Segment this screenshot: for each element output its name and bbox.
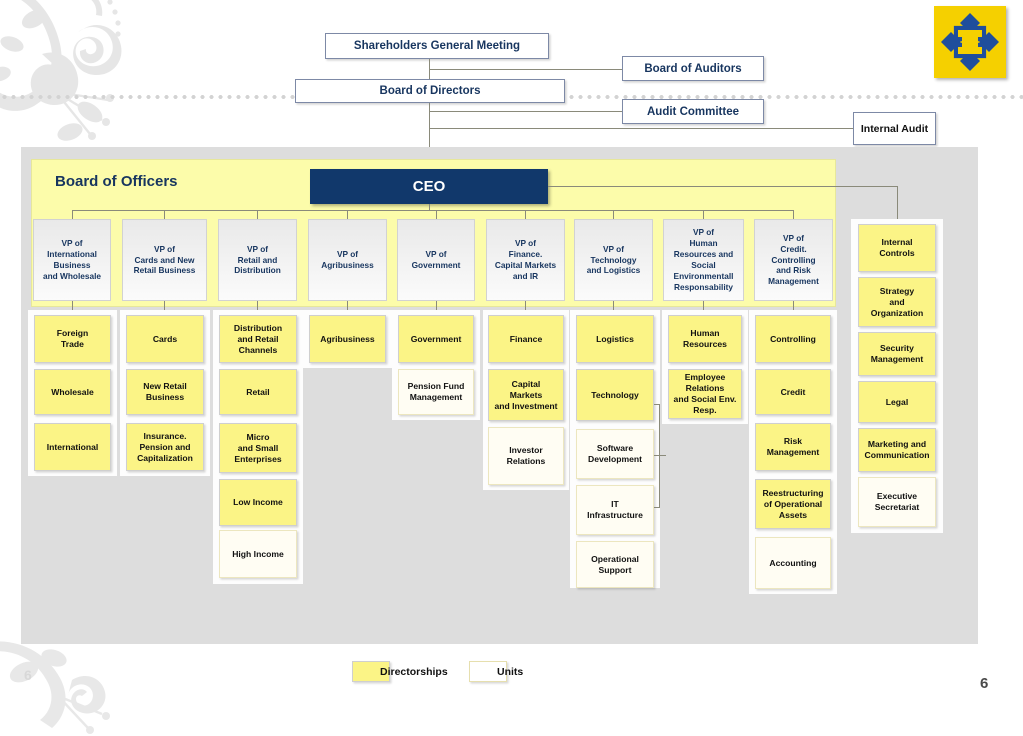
- audit-committee-box[interactable]: Audit Committee: [622, 99, 764, 124]
- ceo-box[interactable]: CEO: [310, 169, 548, 204]
- vp-stub-3: [347, 210, 348, 219]
- cell-credit[interactable]: Credit: [755, 369, 831, 415]
- legend-label-directorships: Directorships: [380, 666, 448, 678]
- cell-low-income[interactable]: Low Income: [219, 479, 297, 526]
- vp-stub-5: [525, 210, 526, 219]
- vp-downstub-0: [72, 301, 73, 313]
- board-of-officers-title: Board of Officers: [55, 173, 178, 190]
- vp-downstub-6: [613, 301, 614, 313]
- tech-bracket-to-technology: [654, 404, 660, 405]
- vp-stub-2: [257, 210, 258, 219]
- connector-ceo-down: [429, 204, 430, 210]
- cell-wholesale[interactable]: Wholesale: [34, 369, 111, 415]
- cell-high-income[interactable]: High Income: [219, 530, 297, 578]
- connector-ceo-to-staff: [548, 186, 898, 187]
- cell-retail[interactable]: Retail: [219, 369, 297, 415]
- vp-stub-8: [793, 210, 794, 219]
- vp-downstub-1: [164, 301, 165, 313]
- internal-audit-box[interactable]: Internal Audit: [853, 112, 936, 145]
- board-of-auditors-box[interactable]: Board of Auditors: [622, 56, 764, 81]
- page-number: 6: [980, 675, 989, 692]
- connector-to-internal-audit: [429, 128, 853, 129]
- legend-swatch-units: [469, 661, 507, 682]
- connector-bod-down: [429, 103, 430, 169]
- tech-bracket-to-software-development: [654, 455, 666, 456]
- cell-technology[interactable]: Technology: [576, 369, 654, 421]
- cell-cards[interactable]: Cards: [126, 315, 204, 363]
- vp-stub-1: [164, 210, 165, 219]
- board-of-directors-box[interactable]: Board of Directors: [295, 79, 565, 103]
- vp-downstub-3: [347, 301, 348, 313]
- cell-government[interactable]: Government: [398, 315, 474, 363]
- vp-downstub-5: [525, 301, 526, 313]
- connector-to-board-of-auditors: [429, 69, 622, 70]
- cell-logistics[interactable]: Logistics: [576, 315, 654, 363]
- connector-staff-down: [897, 186, 898, 219]
- cell-legal[interactable]: Legal: [858, 381, 936, 423]
- cell-controlling[interactable]: Controlling: [755, 315, 831, 363]
- vp-stub-6: [613, 210, 614, 219]
- legend-label-units: Units: [497, 666, 524, 678]
- vp-downstub-2: [257, 301, 258, 313]
- vp-stub-0: [72, 210, 73, 219]
- cell-international[interactable]: International: [34, 423, 111, 471]
- shareholders-general-meeting-box[interactable]: Shareholders General Meeting: [325, 33, 549, 59]
- floral-watermark-bottom-left: [0, 641, 110, 734]
- vp-downstub-8: [793, 301, 794, 313]
- vp-downstub-4: [436, 301, 437, 313]
- tech-bracket-to-it-infrastructure: [654, 507, 660, 508]
- cell-agribusiness[interactable]: Agribusiness: [309, 315, 386, 363]
- vp-downstub-7: [703, 301, 704, 313]
- cell-finance[interactable]: Finance: [488, 315, 564, 363]
- banco-do-brasil-logo: [934, 6, 1006, 78]
- legend-swatch-directorships: [352, 661, 390, 682]
- connector-vp-bus: [72, 210, 793, 211]
- watermark-page-number: 6: [24, 667, 32, 683]
- cell-accounting[interactable]: Accounting: [755, 537, 831, 589]
- vp-stub-7: [703, 210, 704, 219]
- connector-to-audit-committee: [429, 111, 622, 112]
- floral-watermark-top-left: [0, 0, 122, 141]
- vp-stub-4: [436, 210, 437, 219]
